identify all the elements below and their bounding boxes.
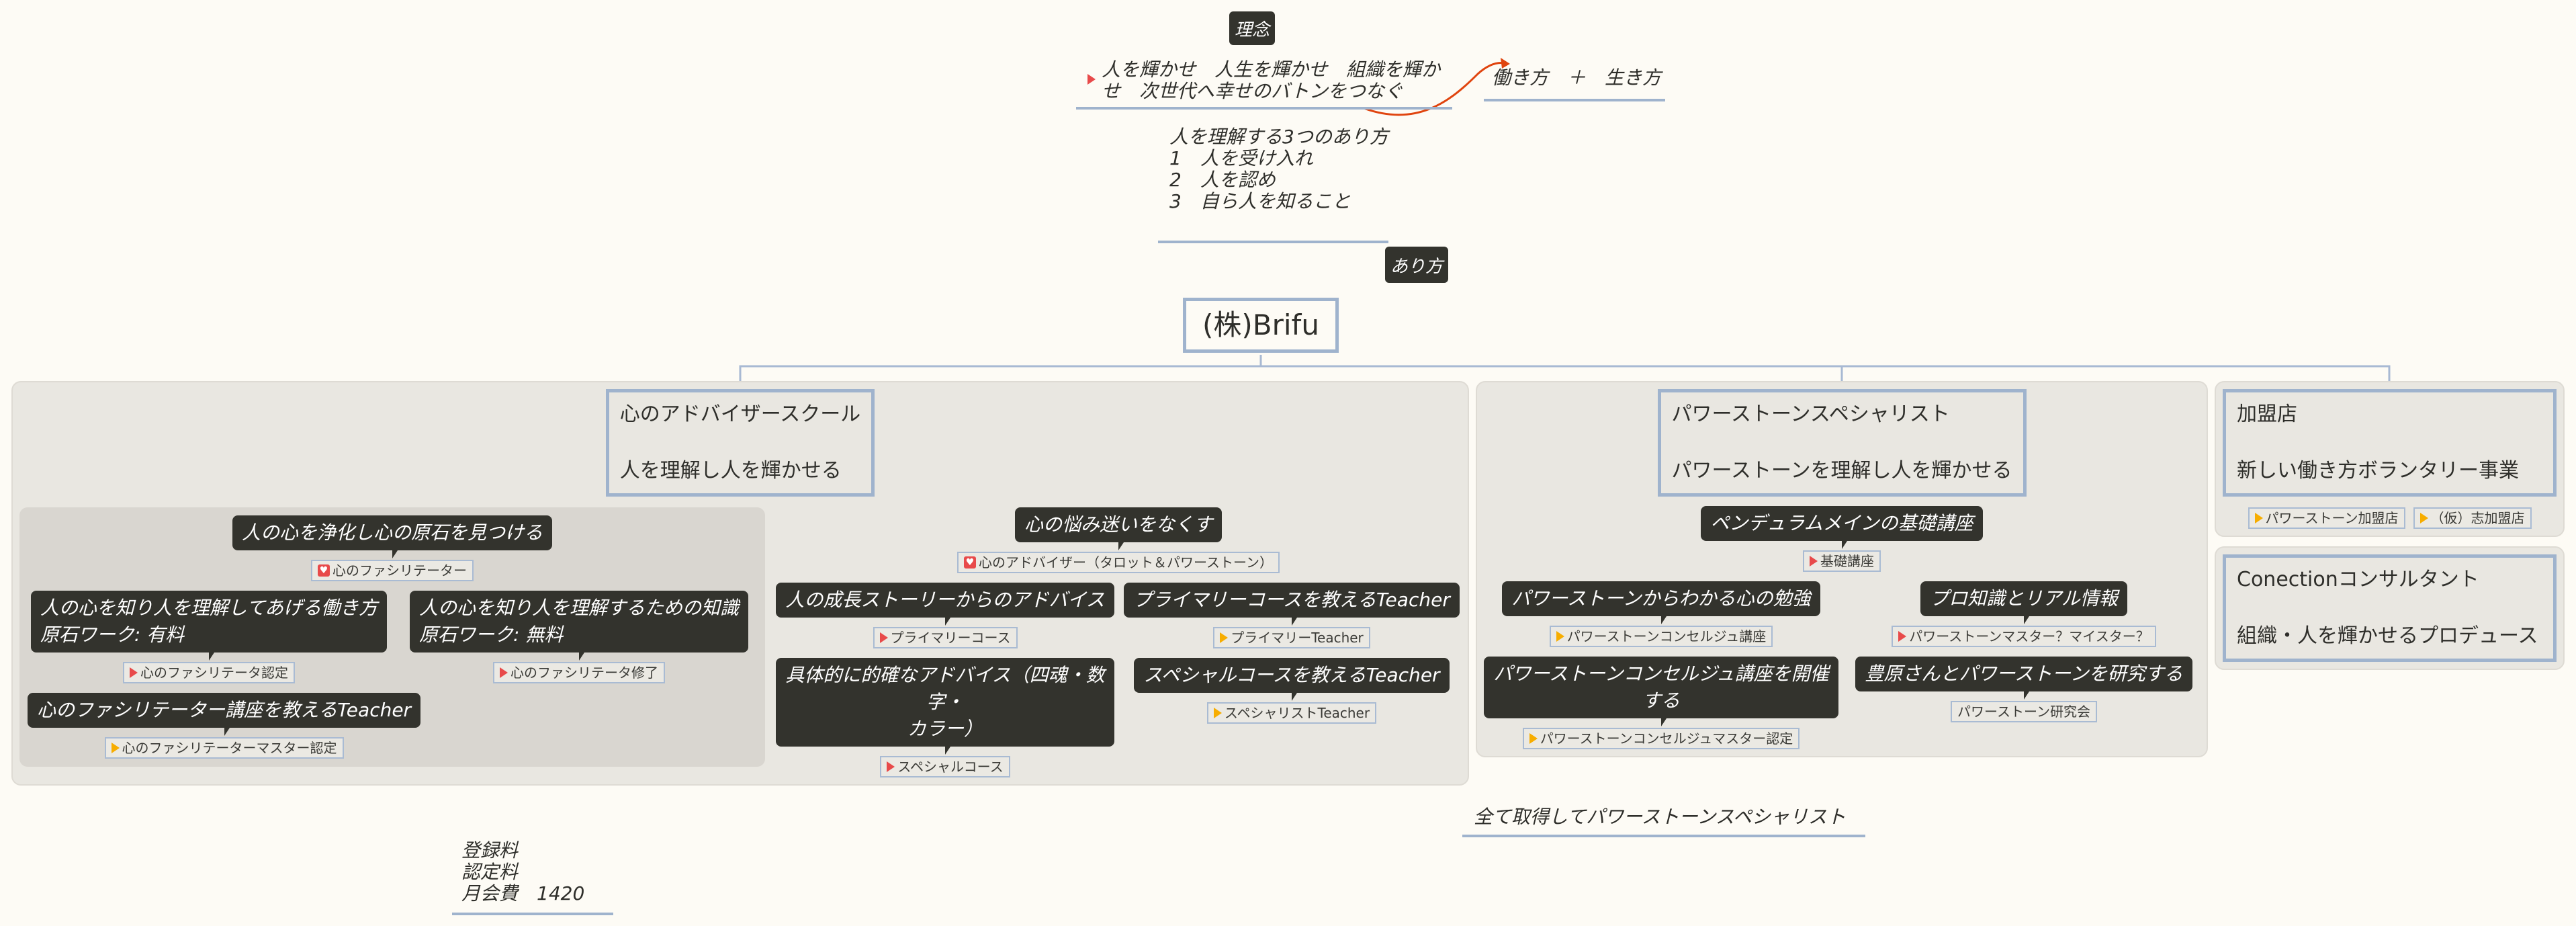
tag-label: スペシャリストTeacher (1224, 705, 1370, 721)
tag-facilitator-cert[interactable]: 心のファシリテータ認定 (123, 662, 295, 683)
tag-facilitator-complete[interactable]: 心のファシリテータ修了 (493, 662, 665, 683)
branch-powerstone-topic[interactable]: パワーストーンスペシャリスト パワーストーンを理解し人を輝かせる (1657, 389, 2027, 497)
branch-powerstone-group: パワーストーンスペシャリスト パワーストーンを理解し人を輝かせる ペンデュラムメ… (1476, 381, 2208, 757)
root-connector (739, 365, 2391, 381)
node-pendulum[interactable]: ペンデュラムメインの基礎講座 (1701, 506, 1983, 549)
facilitator-subgroup: 人の心を浄化し心の原石を見つける ♥心のファシリテーター 人の心を知り人を理解し… (19, 507, 765, 767)
relation-arrow (1363, 62, 1509, 116)
red-flag-icon (500, 667, 508, 678)
right-branches-column: 加盟店 新しい働き方ボランタリー事業 パワーストーン加盟店 （仮）志加盟店 Co… (2215, 381, 2565, 670)
tag-label: スペシャルコース (897, 759, 1004, 775)
node-primary-teacher[interactable]: プライマリーコースを教えるTeacher (1124, 583, 1460, 626)
tag-primary-teacher[interactable]: プライマリーTeacher (1213, 627, 1370, 648)
tag-label: パワーストーン加盟店 (2265, 510, 2399, 526)
yellow-flag-icon (1213, 708, 1222, 718)
all-acquired-topic[interactable]: 全て取得してパワーストーンスペシャリスト (1474, 806, 1846, 828)
tag-label: 心のファシリテーターマスター認定 (122, 740, 337, 756)
heart-icon: ♥ (317, 564, 330, 577)
tag-special-course[interactable]: スペシャルコース (880, 756, 1010, 777)
node-special-teacher[interactable]: スペシャルコースを教えるTeacher (1134, 658, 1450, 701)
yellow-flag-icon (2254, 513, 2263, 523)
branch-consultant-topic[interactable]: Conectionコンサルタント 組織・人を輝かせるプロデュース (2223, 554, 2557, 662)
node-stone-heart-study[interactable]: パワーストーンからわかる心の勉強 (1502, 581, 1820, 624)
node-remove-worries[interactable]: 心の悩み迷いをなくす (1014, 507, 1222, 550)
yellow-flag-icon (111, 743, 120, 753)
yellow-flag-icon (2419, 513, 2428, 523)
work-life-topic[interactable]: 働き方 ＋ 生き方 (1492, 67, 1662, 89)
red-flag-icon (1087, 74, 1096, 85)
node-pro-knowledge[interactable]: プロ知識とリアル情報 (1920, 581, 2127, 624)
fees-underline (452, 913, 613, 915)
work-life-underline (1484, 99, 1665, 101)
tag-concierge-master[interactable]: パワーストーンコンセルジュマスター認定 (1522, 728, 1800, 749)
tag-concierge-course[interactable]: パワーストーンコンセルジュ講座 (1549, 626, 1773, 647)
branch-franchise-group: 加盟店 新しい働き方ボランタリー事業 パワーストーン加盟店 （仮）志加盟店 (2215, 381, 2565, 537)
yellow-flag-icon (1556, 631, 1564, 642)
tag-label: パワーストーン研究会 (1957, 704, 2090, 720)
tag-research-group[interactable]: パワーストーン研究会 (1950, 701, 2097, 722)
heart-icon: ♥ (964, 556, 976, 569)
red-flag-icon (1809, 556, 1818, 566)
tag-label: 心のファシリテータ修了 (510, 665, 658, 681)
tag-label: パワーストーンマスター？マイスター？ (1909, 628, 2149, 644)
node-purify-heart[interactable]: 人の心を浄化し心の原石を見つける (232, 515, 552, 558)
relation-arrowhead (1501, 58, 1510, 69)
tag-label: プライマリーTeacher (1231, 630, 1364, 646)
node-paid-work[interactable]: 人の心を知り人を理解してあげる働き方 原石ワーク: 有料 (30, 591, 388, 661)
arikata-label: あり方 (1390, 256, 1444, 277)
tag-basic-course[interactable]: 基礎講座 (1802, 550, 1881, 572)
tag-label: 心のファシリテータ認定 (140, 665, 288, 681)
red-flag-icon (879, 632, 888, 643)
rinen-label: 理念 (1235, 19, 1270, 40)
three-ways-underline (1158, 241, 1388, 243)
tag-label: パワーストーンコンセルジュマスター認定 (1540, 730, 1793, 747)
yellow-flag-icon (1529, 733, 1538, 744)
tag-label: パワーストーンコンセルジュ講座 (1566, 628, 1767, 644)
branch-school-group: 心のアドバイザースクール 人を理解し人を輝かせる 人の心を浄化し心の原石を見つけ… (11, 381, 1469, 786)
root-topic[interactable]: (株)Brifu (1183, 298, 1339, 353)
tag-facilitator-master[interactable]: 心のファシリテーターマスター認定 (104, 737, 344, 759)
tag-facilitator[interactable]: ♥心のファシリテーター (310, 560, 474, 581)
tag-label: 基礎講座 (1820, 553, 1874, 569)
tag-kokorozashi-franchise[interactable]: （仮）志加盟店 (2413, 507, 2532, 529)
tag-specialist-teacher[interactable]: スペシャリストTeacher (1206, 702, 1377, 724)
tag-advisor[interactable]: ♥心のアドバイザー（タロット＆パワーストーン） (957, 552, 1280, 573)
three-ways-topic[interactable]: 人を理解する3つのあり方 1 人を受け入れ 2 人を認め 3 自ら人を知ること (1169, 126, 1388, 212)
philosophy-topic[interactable]: 人を輝かせ 人生を輝かせ 組織を輝か せ 次世代へ幸せのバトンをつなぐ (1102, 58, 1441, 102)
tag-label: 心のファシリテーター (332, 562, 467, 579)
tag-label: 心のアドバイザー（タロット＆パワーストーン） (979, 554, 1273, 571)
branch-school-topic[interactable]: 心のアドバイザースクール 人を理解し人を輝かせる (605, 389, 875, 497)
arikata-callout[interactable]: あり方 (1385, 247, 1449, 283)
node-research[interactable]: 豊原さんとパワーストーンを研究する (1855, 657, 2192, 700)
yellow-flag-icon (1220, 632, 1229, 643)
red-flag-icon (887, 761, 895, 772)
node-free-knowledge[interactable]: 人の心を知り人を理解するための知識 原石ワーク: 無料 (409, 591, 748, 661)
all-acquired-underline (1462, 835, 1865, 837)
branch-franchise-topic[interactable]: 加盟店 新しい働き方ボランタリー事業 (2223, 389, 2557, 497)
tag-stone-franchise[interactable]: パワーストーン加盟店 (2248, 507, 2405, 529)
philosophy-underline (1076, 107, 1452, 110)
red-flag-icon (1898, 631, 1907, 642)
node-growth-story[interactable]: 人の成長ストーリーからのアドバイス (776, 583, 1114, 626)
rinen-callout[interactable]: 理念 (1229, 11, 1276, 45)
red-flag-icon (130, 667, 138, 678)
node-hold-concierge[interactable]: パワーストーンコンセルジュ講座を開催する (1484, 657, 1838, 726)
tag-label: （仮）志加盟店 (2430, 510, 2525, 526)
tag-primary-course[interactable]: プライマリーコース (873, 627, 1018, 648)
tag-master[interactable]: パワーストーンマスター？マイスター？ (1892, 626, 2156, 647)
tag-label: プライマリーコース (890, 630, 1011, 646)
node-specific-advice[interactable]: 具体的に的確なアドバイス（四魂・数字・ カラー） (776, 658, 1114, 755)
fees-topic[interactable]: 登録料 認定料 月会費 1420 (461, 839, 585, 904)
node-facilitator-teacher[interactable]: 心のファシリテーター講座を教えるTeacher (28, 693, 421, 736)
branch-consultant-group: Conectionコンサルタント 組織・人を輝かせるプロデュース (2215, 546, 2565, 670)
